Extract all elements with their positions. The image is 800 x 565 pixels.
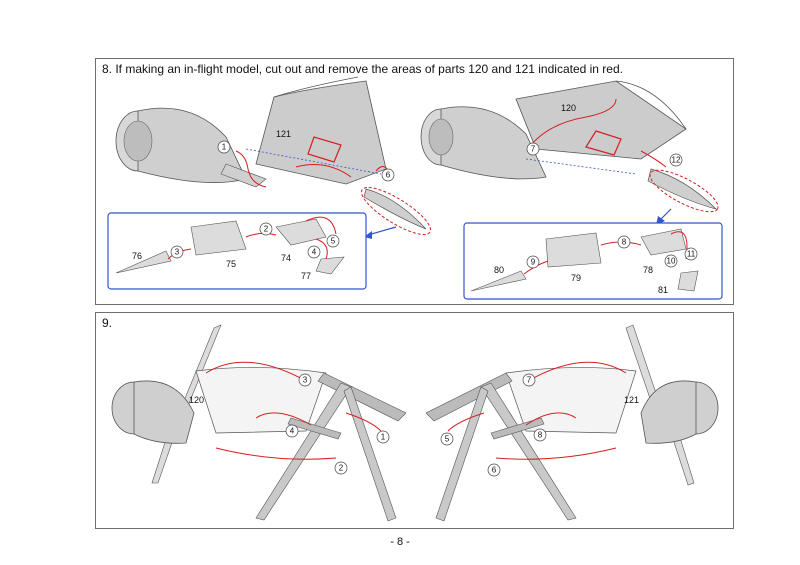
callout-1: 1: [217, 140, 231, 154]
callout-6: 6: [381, 168, 395, 182]
svg-text:2: 2: [264, 225, 269, 234]
callout-12: 12: [669, 153, 683, 167]
svg-text:12: 12: [672, 156, 681, 165]
part-label-121-s9: 121: [624, 395, 639, 405]
part-label-80: 80: [494, 265, 504, 275]
part-label-120: 120: [561, 103, 576, 113]
svg-text:5: 5: [331, 237, 336, 246]
part-label-78: 78: [643, 265, 653, 275]
step-9-title: 9.: [102, 316, 113, 330]
svg-text:2: 2: [339, 464, 344, 473]
left-inset-box: 76 75 74 77 3 2 4 5: [107, 212, 367, 290]
callout-10: 10: [664, 254, 678, 268]
callout-8: 8: [617, 235, 631, 249]
callout-s9-5: 5: [440, 432, 454, 446]
step-9-panel: 9. 120 3: [95, 312, 734, 529]
svg-text:8: 8: [538, 431, 543, 440]
callout-7: 7: [526, 142, 540, 156]
svg-text:6: 6: [386, 171, 391, 180]
svg-text:3: 3: [175, 248, 180, 257]
left-wing-121: 121: [220, 76, 387, 188]
callout-11: 11: [684, 247, 698, 261]
part-label-75: 75: [226, 259, 236, 269]
svg-text:9: 9: [531, 258, 536, 267]
step-8-diagram: 121 1 6: [107, 76, 723, 300]
right-engine: [420, 106, 547, 180]
right-wing-120: 120: [515, 80, 687, 175]
callout-4: 4: [307, 245, 321, 259]
callout-s9-2: 2: [334, 461, 348, 475]
right-engine-9: [640, 380, 719, 444]
left-engine: [115, 107, 247, 183]
svg-text:7: 7: [531, 145, 536, 154]
step-8-title: 8. If making an in-flight model, cut out…: [102, 62, 623, 76]
left-engine-9: [111, 380, 195, 444]
svg-text:10: 10: [667, 257, 676, 266]
part-label-120-s9: 120: [189, 395, 204, 405]
right-red-paths-9: [447, 361, 627, 460]
svg-text:11: 11: [687, 250, 696, 259]
callout-s9-8: 8: [533, 428, 547, 442]
callout-s9-7: 7: [522, 373, 536, 387]
right-red-paths: [527, 98, 667, 168]
page-number: - 8 -: [390, 536, 410, 548]
step-9-diagram: 120 3 4 1 2: [111, 324, 719, 522]
callout-s9-3: 3: [298, 373, 312, 387]
callout-s9-6: 6: [487, 463, 501, 477]
svg-text:1: 1: [381, 433, 386, 442]
svg-text:5: 5: [445, 435, 450, 444]
svg-text:4: 4: [312, 248, 317, 257]
svg-text:6: 6: [492, 466, 497, 475]
part-label-121: 121: [276, 129, 291, 139]
svg-text:8: 8: [622, 238, 627, 247]
right-inset-box: 80 79 78 81 9 8 10 11: [463, 222, 723, 300]
right-stabilizer-assembly: [425, 372, 577, 522]
left-flap-part: [360, 186, 432, 236]
part-label-74: 74: [281, 253, 291, 263]
svg-text:4: 4: [290, 427, 295, 436]
part-label-76: 76: [132, 251, 142, 261]
part-label-79: 79: [571, 273, 581, 283]
left-stabilizer-assembly: [255, 372, 407, 522]
step-8-panel: 8. If making an in-flight model, cut out…: [95, 58, 734, 305]
svg-text:1: 1: [222, 143, 227, 152]
left-red-paths-9: [205, 361, 382, 460]
part-label-81: 81: [658, 285, 668, 295]
right-flap-part: [647, 168, 719, 213]
svg-text:7: 7: [527, 376, 532, 385]
svg-text:3: 3: [303, 376, 308, 385]
callout-2: 2: [259, 222, 273, 236]
callout-9: 9: [526, 255, 540, 269]
left-inset-arrow: [367, 226, 397, 236]
callout-5: 5: [326, 234, 340, 248]
callout-3: 3: [170, 245, 184, 259]
part-label-77: 77: [301, 271, 311, 281]
callout-s9-1: 1: [376, 430, 390, 444]
callout-s9-4: 4: [285, 424, 299, 438]
